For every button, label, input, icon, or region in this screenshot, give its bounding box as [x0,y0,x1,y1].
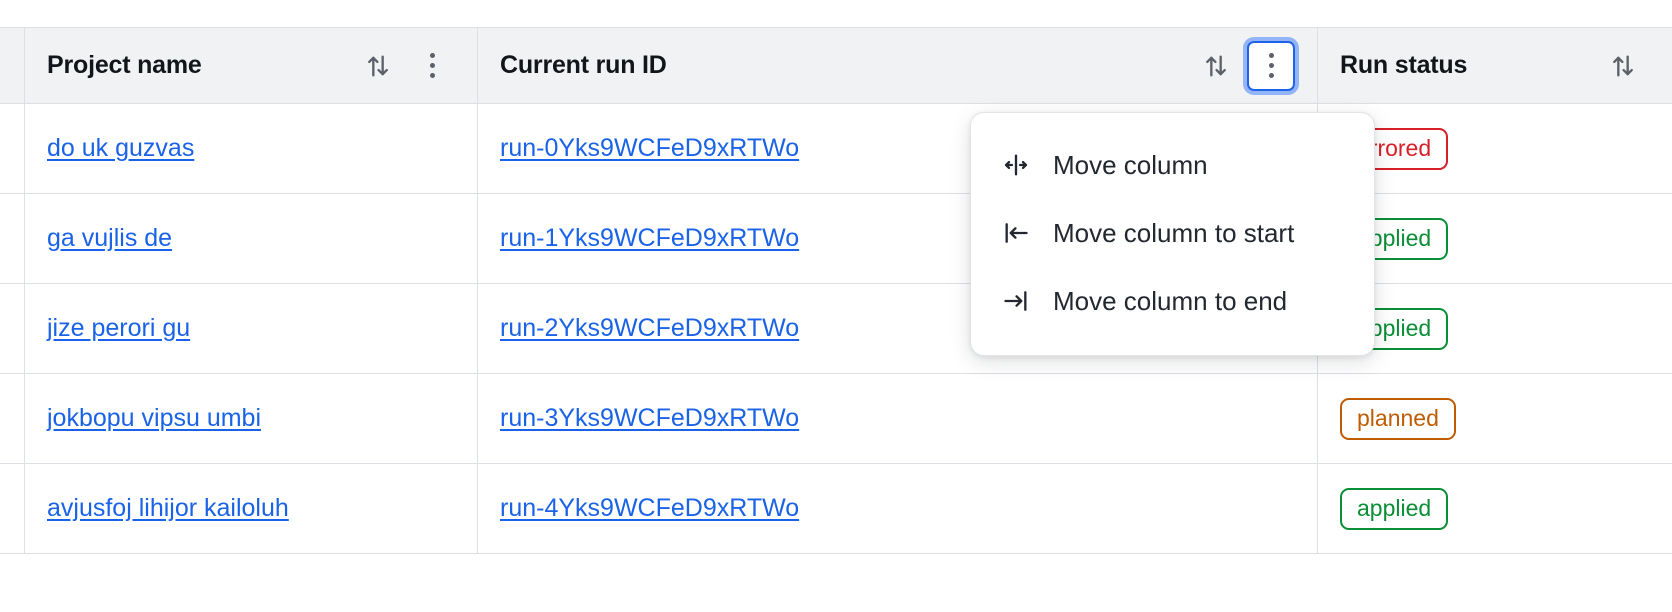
header-label-current-run-id: Current run ID [500,51,667,79]
menu-item-label: Move column [1053,149,1208,180]
project-name-link[interactable]: jize perori gu [47,314,191,342]
row-gutter [0,194,25,283]
table-row: jize perori gu run-2Yks9WCFeD9xRTWo appl… [0,284,1672,374]
kebab-menu-icon-current-run-id[interactable] [1247,40,1295,91]
menu-item-label: Move column to start [1053,217,1295,248]
sort-updown-icon-current-run-id[interactable] [1193,43,1239,89]
run-id-link[interactable]: run-3Yks9WCFeD9xRTWo [500,404,800,432]
table-row: do uk guzvas run-0Yks9WCFeD9xRTWo errore… [0,104,1672,194]
table-body: do uk guzvas run-0Yks9WCFeD9xRTWo errore… [0,104,1672,554]
header-label-project-name: Project name [47,51,202,79]
table-header-row: Project name Current run ID [0,27,1672,104]
run-id-link[interactable]: run-2Yks9WCFeD9xRTWo [500,314,800,342]
cell-project-name: ga vujlis de [25,194,478,283]
table-row: ga vujlis de run-1Yks9WCFeD9xRTWo applie… [0,194,1672,284]
status-badge: applied [1340,487,1449,530]
header-cell-project-name: Project name [25,28,478,103]
header-cell-gutter [0,28,25,103]
table-row: avjusfoj lihijor kailoluh run-4Yks9WCFeD… [0,464,1672,554]
cell-run-status: planned [1318,374,1672,463]
cell-project-name: avjusfoj lihijor kailoluh [25,464,478,553]
status-badge: planned [1340,397,1456,440]
move-column-horizontal-icon [1001,150,1031,180]
row-gutter [0,464,25,553]
kebab-dots-current-run-id [1268,53,1274,78]
sort-updown-icon-project[interactable] [355,43,401,89]
project-name-link[interactable]: avjusfoj lihijor kailoluh [47,494,289,522]
row-gutter [0,374,25,463]
cell-project-name: jokbopu vipsu umbi [25,374,478,463]
header-cell-current-run-id: Current run ID [478,28,1318,103]
run-id-link[interactable]: run-4Yks9WCFeD9xRTWo [500,494,800,522]
cell-current-run-id: run-4Yks9WCFeD9xRTWo [478,464,1318,553]
cell-current-run-id: run-1Yks9WCFeD9xRTWo [478,194,1318,283]
move-column-to-end-icon [1001,286,1031,316]
move-column-to-start-icon [1001,218,1031,248]
kebab-dots-project [429,53,435,78]
cell-project-name: do uk guzvas [25,104,478,193]
row-gutter [0,104,25,193]
menu-item-move-column[interactable]: Move column [971,131,1374,199]
project-name-link[interactable]: do uk guzvas [47,134,195,162]
menu-item-move-column-to-start[interactable]: Move column to start [971,199,1374,267]
header-cell-run-status: Run status [1318,28,1672,103]
column-options-menu: Move column Move column to start Move co… [970,112,1375,356]
header-label-run-status: Run status [1340,51,1468,79]
table-row: jokbopu vipsu umbi run-3Yks9WCFeD9xRTWo … [0,374,1672,464]
cell-project-name: jize perori gu [25,284,478,373]
project-name-link[interactable]: ga vujlis de [47,224,173,252]
cell-run-status: applied [1318,464,1672,553]
run-id-link[interactable]: run-0Yks9WCFeD9xRTWo [500,134,800,162]
menu-item-move-column-to-end[interactable]: Move column to end [971,267,1374,335]
project-name-link[interactable]: jokbopu vipsu umbi [47,404,262,432]
row-gutter [0,284,25,373]
menu-item-label: Move column to end [1053,285,1288,316]
run-id-link[interactable]: run-1Yks9WCFeD9xRTWo [500,224,800,252]
cell-current-run-id: run-0Yks9WCFeD9xRTWo [478,104,1318,193]
sort-updown-icon-run-status[interactable] [1600,43,1646,89]
kebab-menu-icon-project[interactable] [409,43,455,89]
cell-current-run-id: run-3Yks9WCFeD9xRTWo [478,374,1318,463]
